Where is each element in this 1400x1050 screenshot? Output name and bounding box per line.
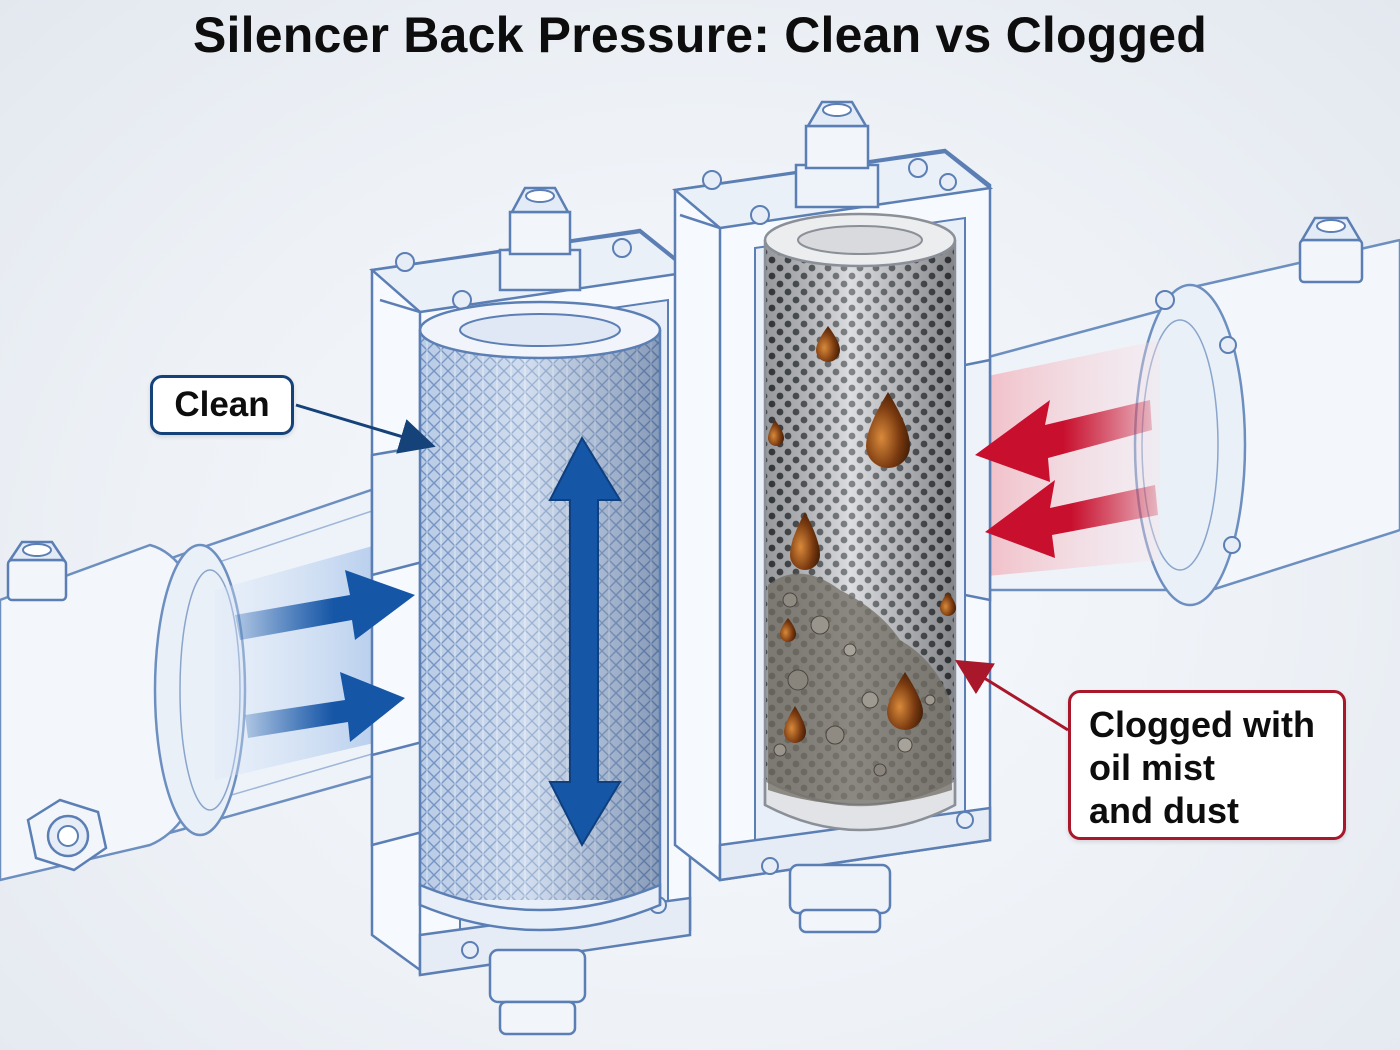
page-title: Silencer Back Pressure: Clean vs Clogged	[193, 7, 1207, 63]
clogged-top-nut	[794, 100, 880, 209]
clean-leader-line	[295, 403, 436, 454]
oil-droplets	[768, 326, 956, 743]
clean-callout: Clean	[150, 375, 294, 435]
outlet-nut-top	[1298, 216, 1364, 284]
clogged-bottom-nut	[788, 863, 892, 934]
dust-deposit	[768, 573, 952, 805]
clean-top-nut	[498, 186, 582, 292]
arrow-right-icon	[235, 570, 415, 742]
arrow-up-down-icon	[548, 435, 622, 848]
inlet-nut-top	[6, 540, 68, 602]
outlet-pipe	[938, 238, 1400, 607]
clean-bottom-nut	[488, 948, 587, 1036]
clogged-callout: Clogged with oil mist and dust	[1068, 690, 1346, 840]
inlet-nut-bottom	[26, 798, 108, 872]
arrow-left-icon	[975, 400, 1158, 558]
clogged-bolts	[702, 158, 974, 875]
clean-filter-element	[418, 300, 662, 932]
clogged-leader-line	[954, 659, 1069, 732]
